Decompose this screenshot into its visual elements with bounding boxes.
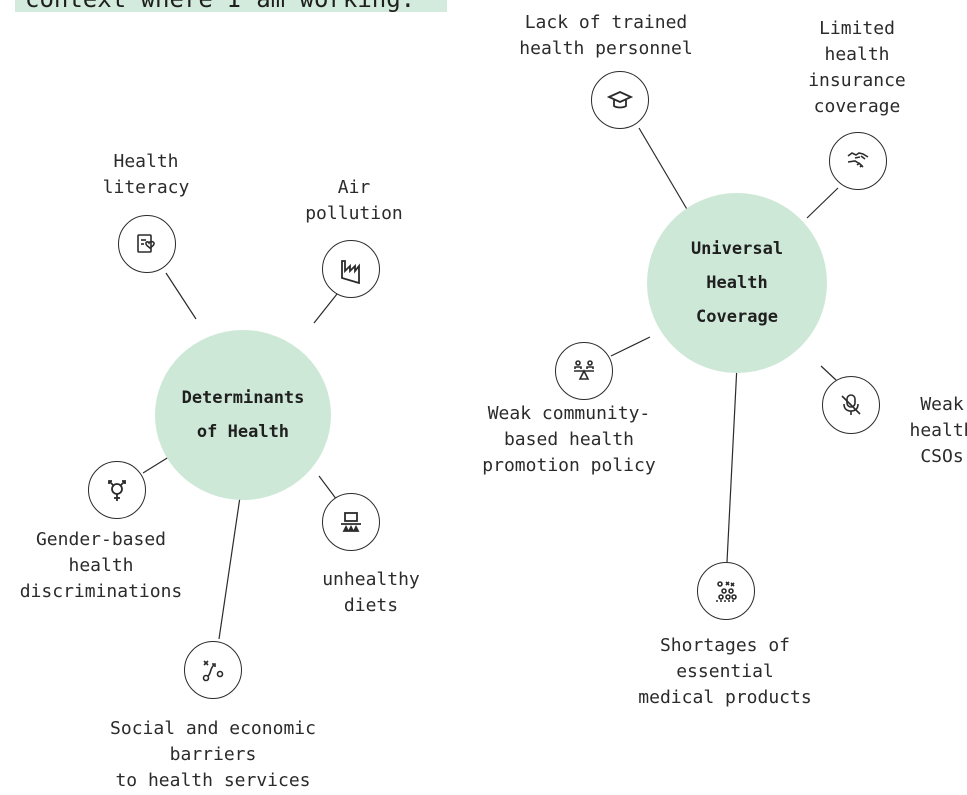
label-medical-products: Shortages of essential medical products — [638, 635, 812, 708]
node-weak-csos — [822, 376, 880, 434]
label-trained-personnel: Lack of trained health personnel — [519, 12, 693, 59]
book-heart-icon — [137, 234, 155, 253]
label-unhealthy-diets: unhealthy diets — [322, 569, 420, 616]
node-gender — [88, 461, 146, 519]
route-barrier-icon — [202, 660, 224, 682]
label-community-policy: Weak community- based health promotion p… — [482, 403, 656, 476]
factory-icon — [341, 260, 360, 284]
node-unhealthy-diets — [322, 493, 380, 551]
label-weak-csos: Weak health CSOs — [909, 394, 967, 467]
medical-supplies-icon — [716, 581, 737, 602]
node-air-pollution — [322, 240, 380, 298]
node-community-policy — [555, 342, 613, 400]
node-medical-products — [697, 562, 755, 620]
label-social-economic: Social and economic barriers to health s… — [110, 718, 316, 791]
label-insurance: Limited health insurance coverage — [808, 18, 906, 117]
food-tray-icon — [341, 512, 361, 532]
hub-uhc: Universal Health Coverage — [647, 193, 827, 373]
node-health-literacy — [118, 215, 176, 273]
label-gender: Gender-based health discriminations — [19, 529, 183, 602]
community-balance-icon — [574, 360, 594, 380]
node-insurance — [829, 132, 887, 190]
hub-determinants: Determinants of Health — [155, 330, 331, 500]
node-trained-personnel — [591, 71, 649, 129]
label-air-pollution: Air pollution — [305, 177, 403, 224]
label-health-literacy: Health literacy — [102, 151, 190, 198]
header-banner: context where I am working: — [15, 0, 447, 12]
gender-icon — [108, 480, 126, 501]
header-text: context where I am working: — [25, 0, 415, 12]
graduation-cap-icon — [606, 91, 634, 109]
handshake-icon — [847, 152, 869, 168]
muted-mic-icon — [841, 394, 861, 415]
node-social-economic — [184, 641, 242, 699]
